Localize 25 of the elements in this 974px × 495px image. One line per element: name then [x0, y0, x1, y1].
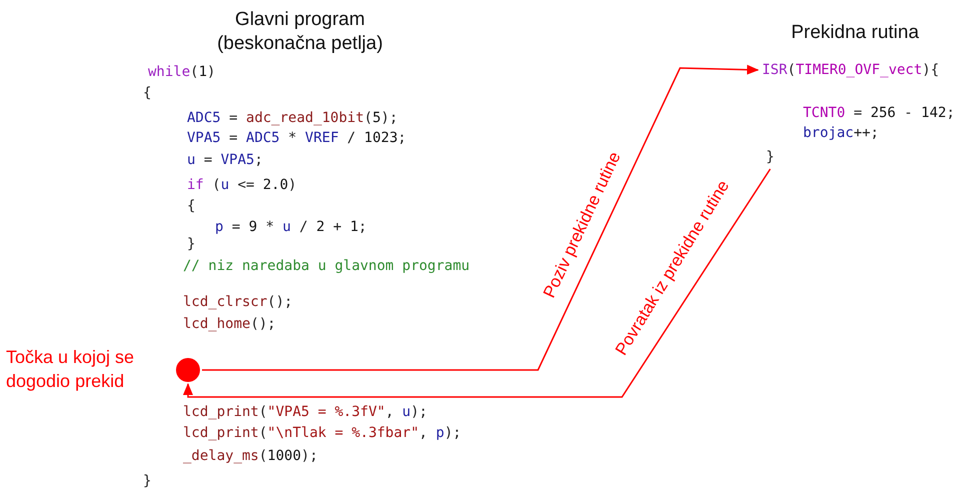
code-line: { [187, 197, 196, 216]
code-line: if (u <= 2.0) [187, 176, 297, 195]
code-line: lcd_clrscr(); [183, 293, 293, 312]
node-label: Točka u kojoj se dogodio prekid [6, 346, 136, 393]
heading: Prekidna rutina [790, 21, 920, 45]
code-line: } [143, 472, 152, 491]
code-line: } [766, 147, 774, 167]
arrow [183, 168, 771, 398]
code-line: brojac++; [803, 124, 879, 143]
arrow [202, 64, 759, 371]
heading: Glavni program (beskonačna petlja) [216, 8, 384, 56]
code-line: lcd_print("\nTlak = %.3fbar", p); [183, 424, 462, 443]
code-line: _delay_ms(1000); [183, 447, 318, 466]
code-line: ADC5 = adc_read_10bit(5); [187, 109, 398, 128]
code-line: while(1) [148, 63, 216, 82]
code-line: p = 9 * u / 2 + 1; [215, 218, 367, 237]
code-line: lcd_print("VPA5 = %.3fV", u); [183, 403, 428, 422]
code-line: TCNT0 = 256 - 142; [803, 104, 955, 123]
code-line: } [187, 235, 196, 254]
code-comment: // niz naredaba u glavnom programu [183, 257, 470, 276]
code-line: ISR(TIMER0_OVF_vect){ [762, 60, 940, 80]
code-line: VPA5 = ADC5 * VREF / 1023; [187, 129, 406, 148]
code-line: u = VPA5; [187, 151, 263, 170]
code-line: lcd_home(); [183, 315, 276, 334]
code-line: { [143, 84, 152, 103]
